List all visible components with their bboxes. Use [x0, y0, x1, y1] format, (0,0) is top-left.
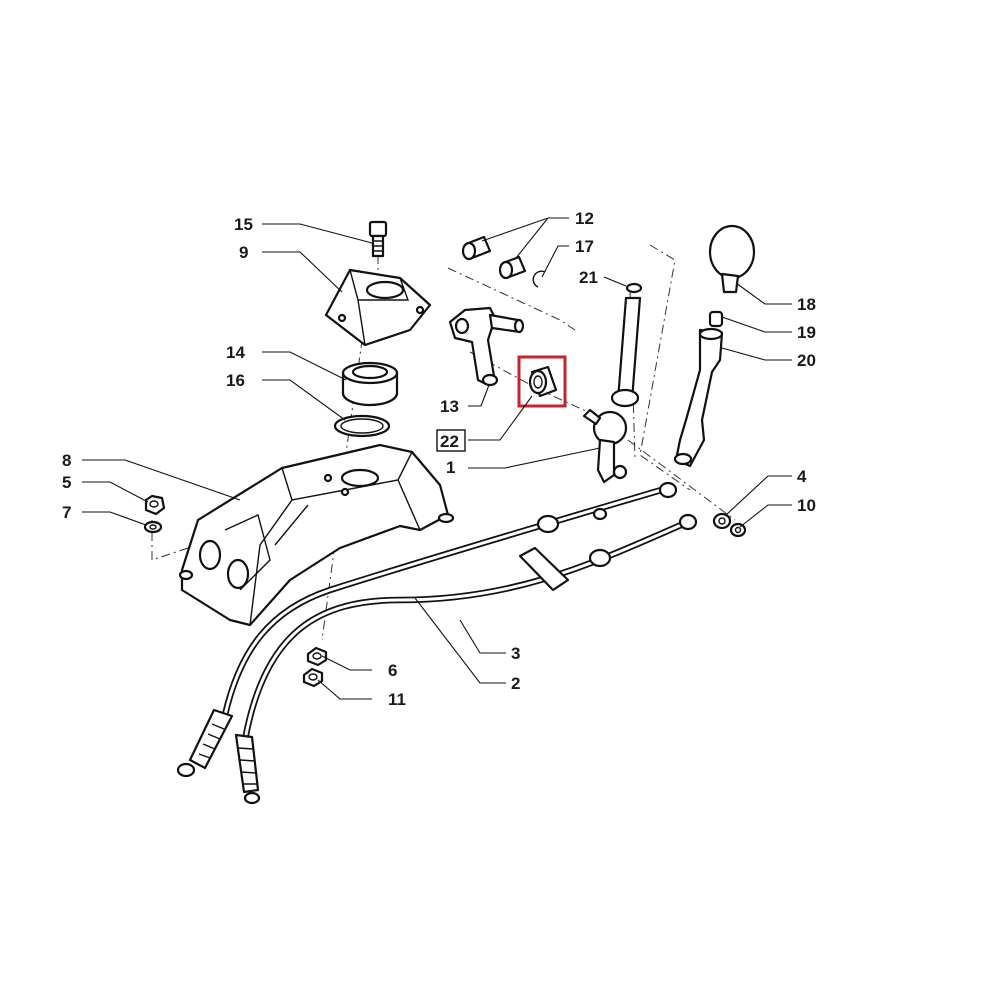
- nut-and-washer-left: [143, 494, 166, 534]
- callout-17: 17: [575, 237, 594, 256]
- circlip: [532, 270, 546, 288]
- gear-knob-assembly: [673, 224, 756, 468]
- callout-2: 2: [511, 674, 520, 693]
- callout-10: 10: [797, 496, 816, 515]
- callout-20: 20: [797, 351, 816, 370]
- callout-5: 5: [62, 473, 71, 492]
- bushings: [461, 235, 527, 280]
- callout-14: 14: [226, 343, 245, 362]
- callout-8: 8: [62, 451, 71, 470]
- selector-lever: [448, 306, 525, 387]
- gear-cables: [176, 481, 698, 805]
- callout-9: 9: [239, 243, 248, 262]
- callout-15: 15: [234, 215, 253, 234]
- callout-labels: 15 9 14 16 8 5 7 12 17 21 18 19 20 13 22…: [62, 209, 816, 709]
- callout-18: 18: [797, 295, 816, 314]
- callout-4: 4: [797, 467, 807, 486]
- upper-bracket: [324, 268, 432, 347]
- callout-13: 13: [440, 397, 459, 416]
- leader-lines: [82, 217, 792, 700]
- nuts-lower: [302, 646, 328, 688]
- callout-19: 19: [797, 323, 816, 342]
- gear-lever-shaft: [582, 282, 643, 484]
- callout-12: 12: [575, 209, 594, 228]
- callout-22: 22: [440, 432, 459, 451]
- callout-6: 6: [388, 661, 397, 680]
- callout-22-box: [436, 429, 466, 452]
- callout-21: 21: [579, 268, 598, 287]
- callout-7: 7: [62, 503, 71, 522]
- o-ring: [333, 414, 391, 438]
- gear-lever-housing: [178, 443, 455, 627]
- highlighted-bush: [517, 355, 567, 408]
- callout-1: 1: [446, 458, 455, 477]
- callout-3: 3: [511, 644, 520, 663]
- highlight-box: [517, 355, 567, 408]
- washers-right: [712, 512, 747, 538]
- boot-seal: [341, 361, 399, 407]
- callout-11: 11: [388, 690, 406, 709]
- callout-16: 16: [226, 371, 245, 390]
- bolt: [368, 220, 388, 258]
